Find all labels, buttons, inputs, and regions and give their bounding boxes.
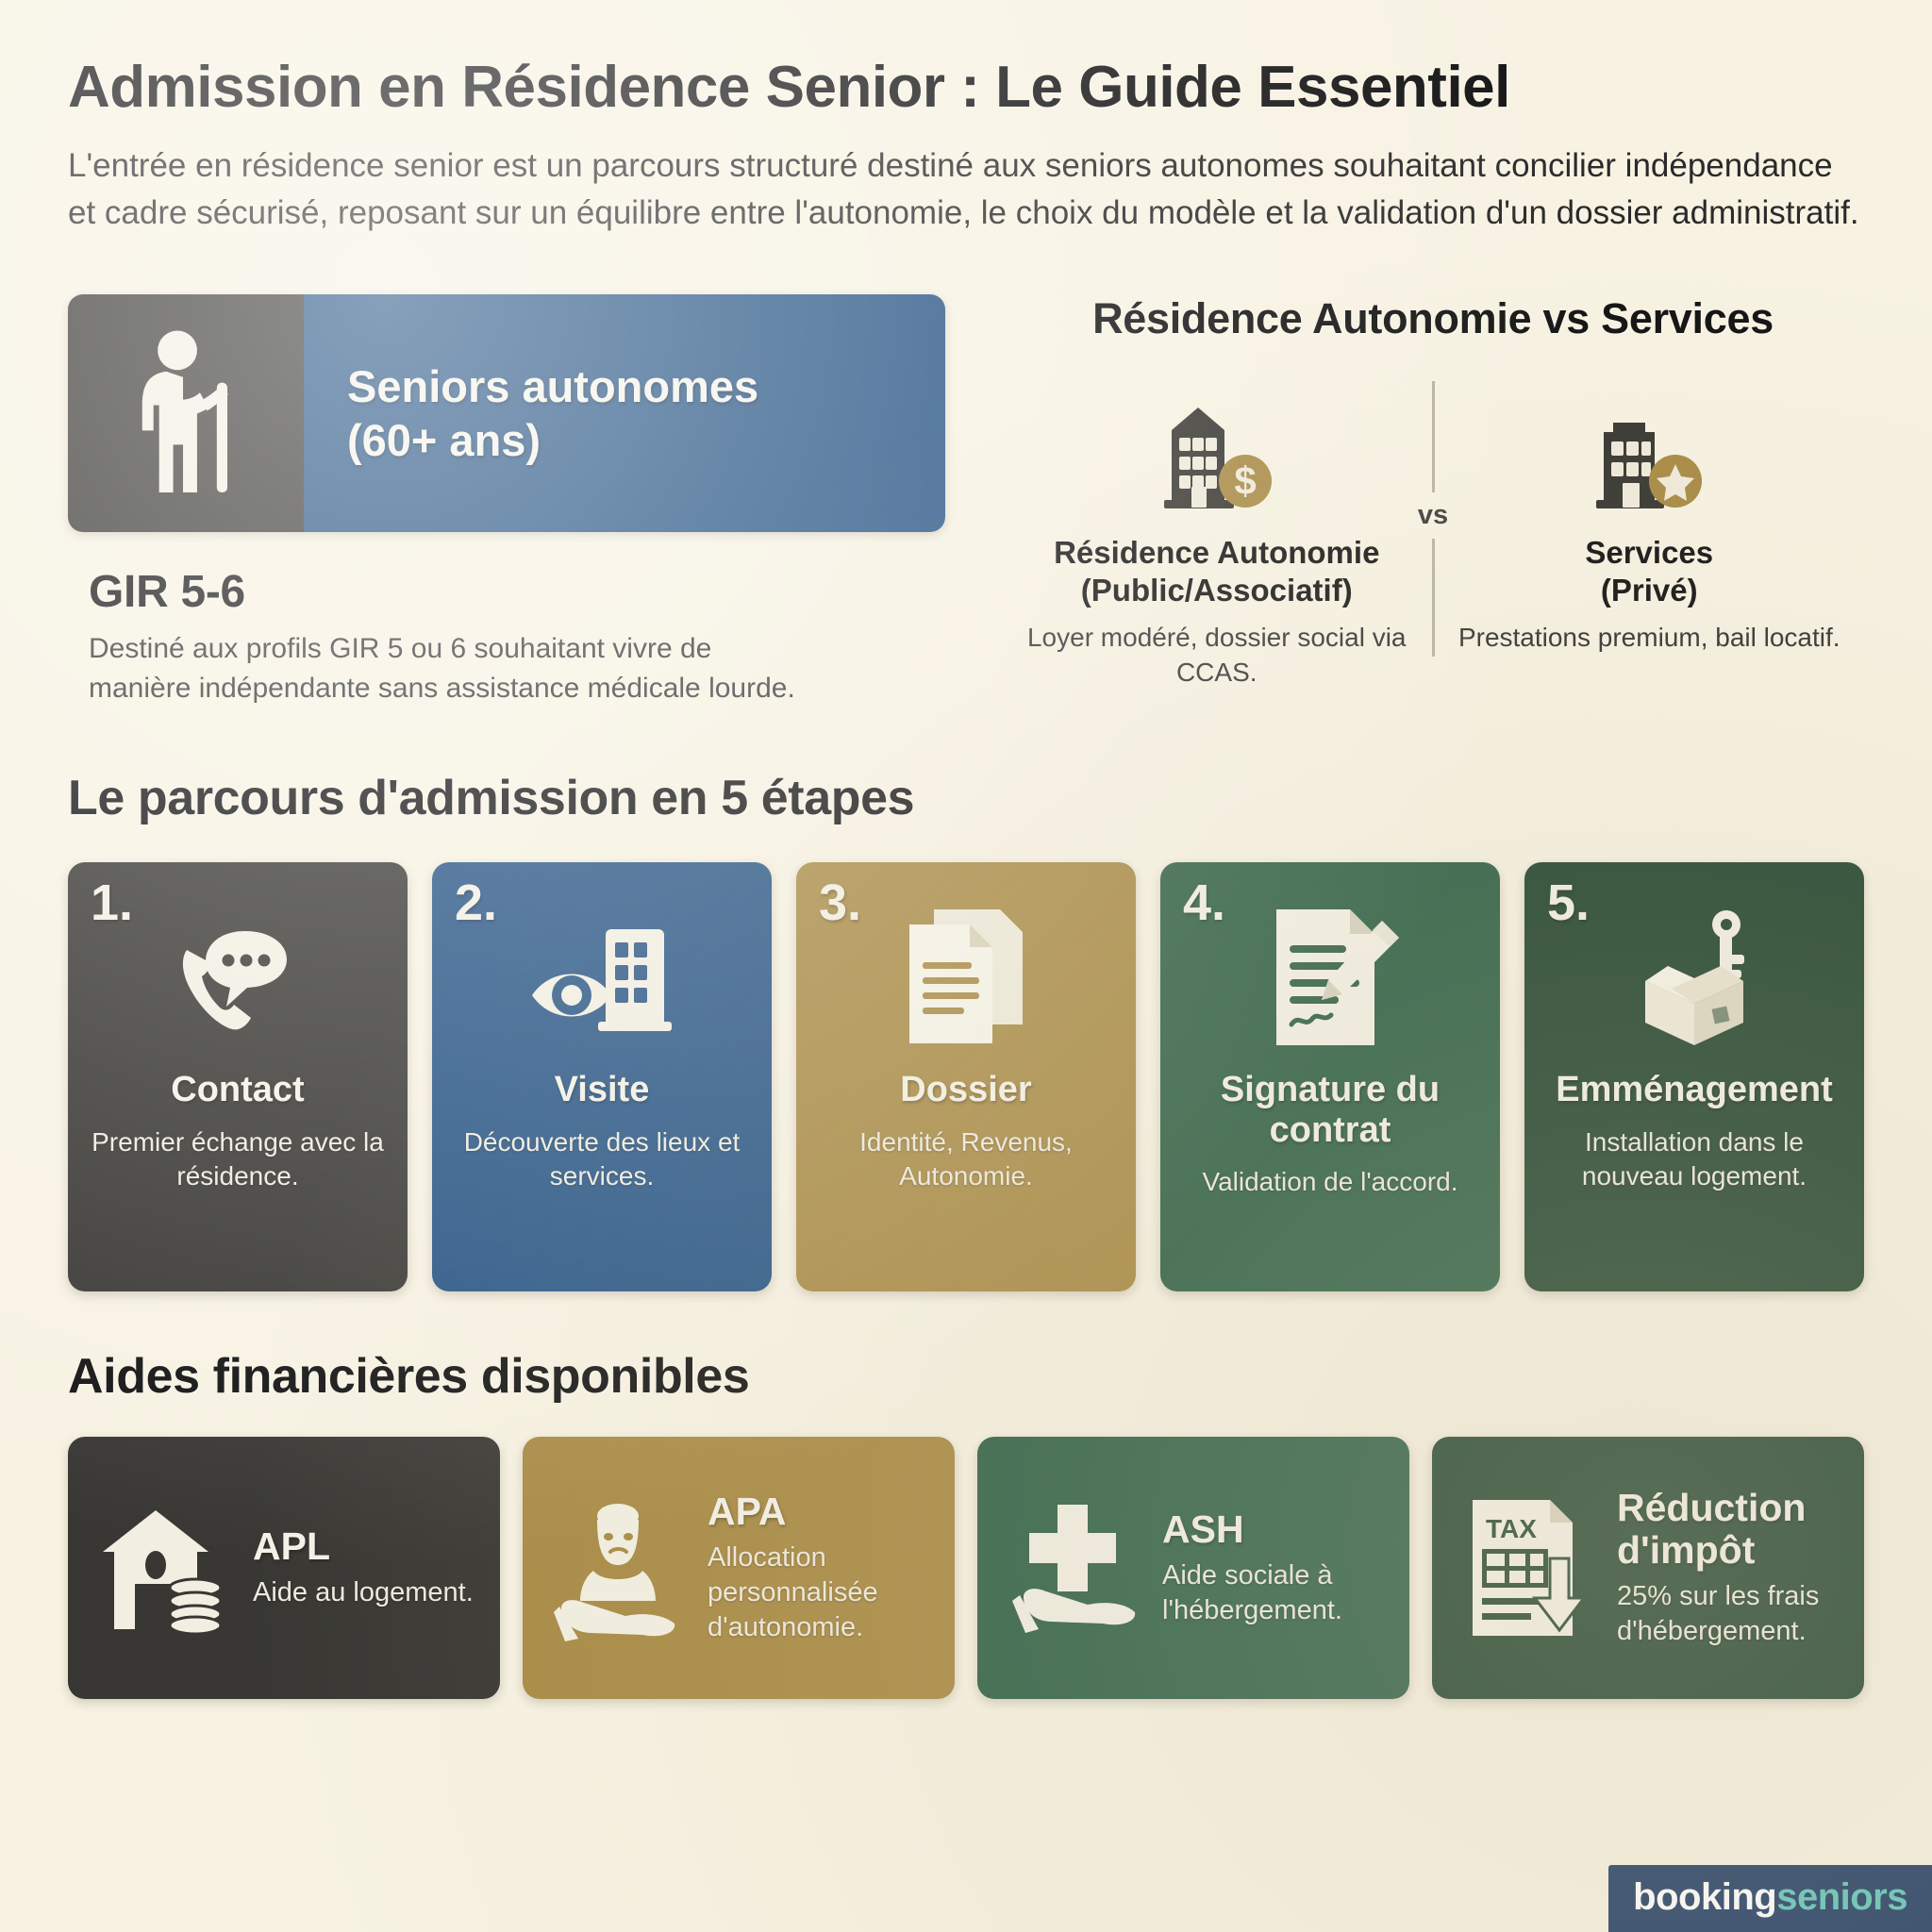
- step-number: 1.: [91, 874, 134, 932]
- option-name-line-2: (Public/Associatif): [1080, 573, 1353, 608]
- aid-description: 25% sur les frais d'hébergement.: [1617, 1581, 1820, 1647]
- page-subtitle: L'entrée en résidence senior est un parc…: [68, 147, 1859, 231]
- step-label: Dossier: [900, 1070, 1032, 1110]
- aids-row: APL Aide au logement.: [68, 1437, 1864, 1700]
- contract-signature-icon: [1177, 892, 1483, 1062]
- step-card-contact[interactable]: 1. Contact Premie: [68, 862, 408, 1292]
- step-number: 3.: [819, 874, 862, 932]
- step-number: 4.: [1183, 874, 1226, 932]
- steps-section-title: Le parcours d'admission en 5 étapes: [68, 771, 915, 826]
- aid-card-ash[interactable]: ASH Aide sociale à l'hébergement.: [977, 1437, 1409, 1700]
- aid-name: Réduction d'impôt: [1617, 1486, 1807, 1573]
- eye-building-icon: [449, 892, 755, 1062]
- page-title: Admission en Résidence Senior : Le Guide…: [68, 55, 1510, 120]
- steps-row: 1. Contact Premie: [68, 862, 1864, 1292]
- step-label: Signature du contrat: [1220, 1070, 1441, 1150]
- comparison-option-services: Services (Privé) Prestations premium, ba…: [1435, 372, 1865, 690]
- step-description: Validation de l'accord.: [1202, 1167, 1458, 1197]
- comparison-divider: vs: [1410, 381, 1456, 657]
- aid-name: ASH: [1162, 1507, 1244, 1551]
- step-card-visite[interactable]: 2.: [432, 862, 772, 1292]
- senior-in-hand-icon: [547, 1495, 689, 1641]
- open-box-with-key-icon: [1541, 892, 1847, 1062]
- aid-text: APL Aide au logement.: [253, 1525, 475, 1610]
- option-name-line-2: (Privé): [1600, 573, 1698, 608]
- banner-text: Seniors autonomes (60+ ans): [347, 359, 758, 468]
- profile-block: Seniors autonomes (60+ ans) GIR 5-6 Dest…: [68, 294, 945, 708]
- step-card-emmenagement[interactable]: 5.: [1524, 862, 1864, 1292]
- comparison-title: Résidence Autonomie vs Services: [1092, 294, 1774, 343]
- aid-card-apl[interactable]: APL Aide au logement.: [68, 1437, 500, 1700]
- banner-text-pane: Seniors autonomes (60+ ans): [304, 294, 945, 533]
- banner-icon-pane: [68, 294, 304, 533]
- comparison-row: $ Résidence Autonomie (Public/Associatif…: [1002, 372, 1864, 690]
- senior-profile-banner: Seniors autonomes (60+ ans): [68, 294, 945, 533]
- gir-title: GIR 5-6: [89, 567, 245, 618]
- aid-text: APA Allocation personnalisée d'autonomie…: [708, 1490, 930, 1645]
- tax-document-arrow-icon: TAX: [1457, 1492, 1598, 1643]
- comparison-option-residence-autonomie: $ Résidence Autonomie (Public/Associatif…: [1002, 372, 1432, 690]
- step-label: Contact: [171, 1070, 305, 1110]
- documents-icon: [813, 892, 1119, 1062]
- step-description: Premier échange avec la résidence.: [92, 1126, 384, 1191]
- svg-text:$: $: [1234, 458, 1256, 503]
- elderly-person-with-cane-icon: [115, 326, 257, 501]
- comparison-option-name: Résidence Autonomie (Public/Associatif): [1054, 534, 1379, 608]
- option-name-line-1: Services: [1585, 535, 1714, 571]
- aid-card-reduction-impot[interactable]: TAX: [1432, 1437, 1864, 1700]
- building-with-coin-icon: $: [1123, 372, 1311, 513]
- comparison-option-description: Prestations premium, bail locatif.: [1457, 622, 1840, 652]
- step-number: 2.: [455, 874, 498, 932]
- step-number: 5.: [1547, 874, 1591, 932]
- banner-line-2: (60+ ans): [347, 415, 541, 466]
- aid-name: APL: [253, 1524, 330, 1569]
- comparison-option-description: Loyer modéré, dossier social via CCAS.: [1026, 622, 1407, 687]
- aid-text: Réduction d'impôt 25% sur les frais d'hé…: [1617, 1486, 1840, 1649]
- aid-card-apa[interactable]: APA Allocation personnalisée d'autonomie…: [523, 1437, 955, 1700]
- logo-text-seniors: seniors: [1776, 1876, 1907, 1918]
- step-description: Installation dans le nouveau logement.: [1581, 1126, 1807, 1191]
- step-description: Découverte des lieux et services.: [463, 1126, 741, 1191]
- comparison-option-name: Services (Privé): [1585, 534, 1713, 608]
- aid-name: APA: [708, 1490, 787, 1534]
- option-name-line-1: Résidence Autonomie: [1054, 535, 1380, 571]
- step-card-signature[interactable]: 4.: [1160, 862, 1500, 1292]
- aids-section-title: Aides financières disponibles: [68, 1349, 750, 1405]
- svg-text:TAX: TAX: [1486, 1514, 1537, 1543]
- aid-description: Aide sociale à l'hébergement.: [1162, 1559, 1342, 1625]
- aid-description: Allocation personnalisée d'autonomie.: [708, 1542, 878, 1643]
- comparison-block: Résidence Autonomie vs Services: [1002, 294, 1864, 708]
- step-card-dossier[interactable]: 3. Dossier Identité: [796, 862, 1136, 1292]
- house-with-coins-icon: [92, 1497, 234, 1639]
- aids-section: Aides financières disponibles: [68, 1348, 1864, 1700]
- steps-section: Le parcours d'admission en 5 étapes 1.: [68, 770, 1864, 1292]
- step-description: Identité, Revenus, Autonomie.: [859, 1126, 1073, 1191]
- step-label: Emménagement: [1556, 1070, 1833, 1110]
- cross-in-hand-icon: [1002, 1497, 1143, 1639]
- aid-description: Aide au logement.: [253, 1577, 474, 1608]
- vs-label: vs: [1410, 492, 1456, 540]
- phone-chat-icon: [85, 892, 391, 1062]
- banner-line-1: Seniors autonomes: [347, 361, 759, 412]
- step-label: Visite: [554, 1070, 650, 1110]
- building-with-star-icon: [1555, 372, 1743, 513]
- top-zone: Seniors autonomes (60+ ans) GIR 5-6 Dest…: [68, 294, 1864, 708]
- gir-description: Destiné aux profils GIR 5 ou 6 souhaitan…: [89, 633, 795, 704]
- logo-text-booking: booking: [1633, 1876, 1777, 1918]
- aid-text: ASH Aide sociale à l'hébergement.: [1162, 1507, 1385, 1628]
